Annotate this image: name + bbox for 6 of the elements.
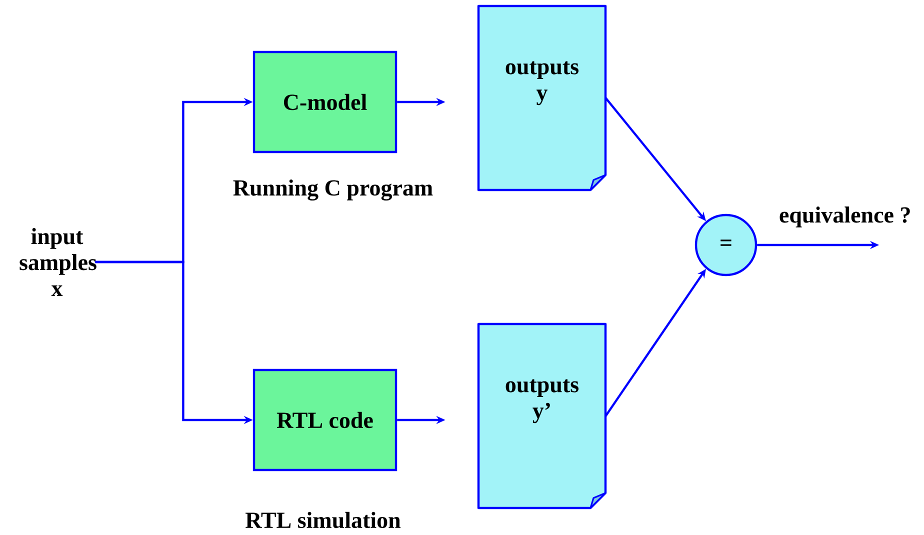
process-box: RTL code	[252, 368, 398, 472]
edge-label: equivalence ?	[776, 204, 914, 230]
process-box: C-model	[252, 50, 398, 154]
input-label: input samples x	[20, 228, 96, 296]
node-label: Running C program	[233, 179, 433, 201]
node-label: RTL simulation	[246, 512, 401, 528]
